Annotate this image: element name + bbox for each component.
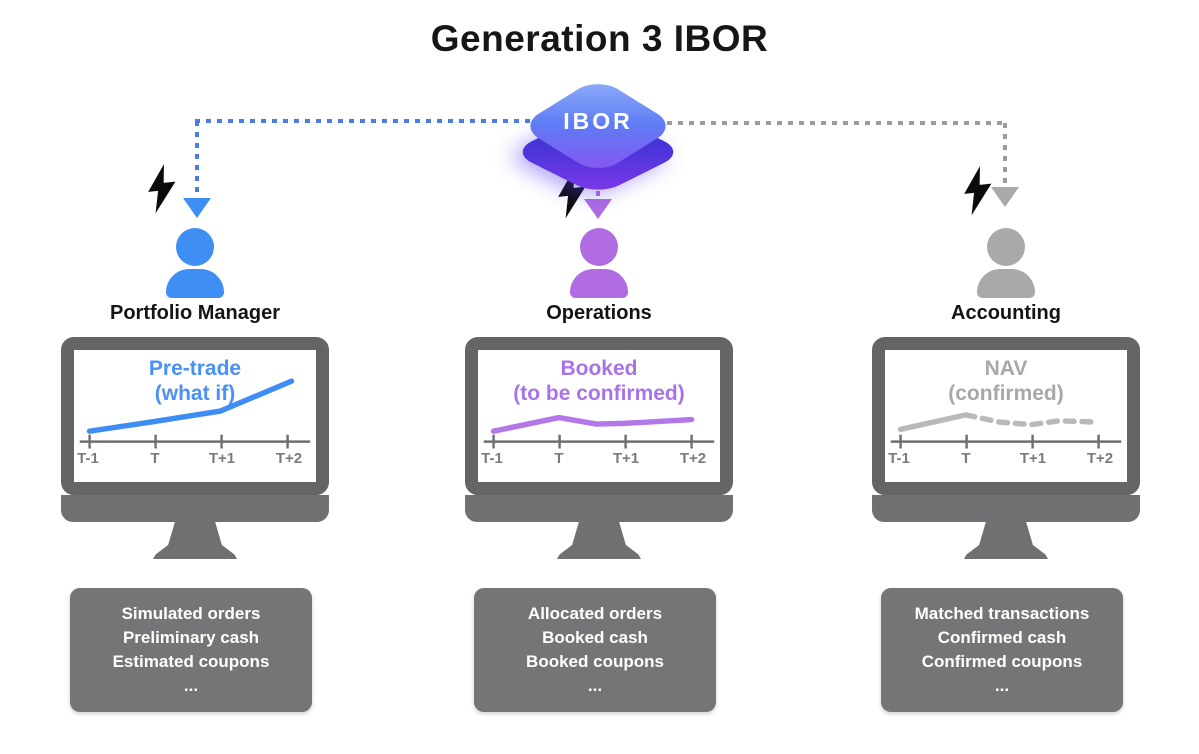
lightning-bolt-icon [964,166,992,216]
info-line: Confirmed cash [937,627,1067,647]
monitor-stand [153,522,237,559]
monitor-chin [465,495,733,522]
axis-tick-label: T-1 [481,450,503,467]
person-head [176,228,214,266]
chart-title: NAV [984,357,1028,380]
person-body [977,269,1035,298]
column-portfolio-manager: Portfolio Manager Pre-trade (what if) T-… [61,0,329,754]
monitor-screen: NAV (confirmed) T-1 T T+1 T+2 [885,350,1127,482]
axis-tick-label: T+2 [275,450,303,467]
page-title: Generation 3 IBOR [430,18,769,59]
monitor-stand [557,522,641,559]
chart-title: Booked [560,357,638,380]
arrow-down-left-icon [183,198,211,218]
axis-tick-label: T [554,450,564,467]
axis-tick-label: T+1 [208,450,236,467]
arrow-down-middle-icon [584,199,612,219]
info-box: Matched transactions Confirmed cash Conf… [881,588,1123,712]
info-line: Allocated orders [527,603,663,623]
role-label: Operations [546,302,652,324]
info-box: Allocated orders Booked cash Booked coup… [474,588,716,712]
chart-subtitle: (to be confirmed) [513,382,685,405]
line-chart [890,412,1122,449]
info-line: Simulated orders [121,603,261,623]
monitor-screen: Pre-trade (what if) T-1 T T+1 T+2 [74,350,316,482]
info-line: Confirmed coupons [921,652,1083,671]
axis-tick-label: T [150,450,160,467]
monitor: NAV (confirmed) T-1 T T+1 T+2 [872,337,1140,563]
ibor-hub-label: IBOR [563,108,633,134]
line-chart [483,414,715,449]
monitor-screen: Booked (to be confirmed) T-1 T T+1 T+2 [478,350,720,482]
column-operations: Operations Booked (to be confirmed) T-1 … [465,0,733,754]
monitor-frame [872,337,1140,495]
person-body [166,269,224,298]
person-icon [61,228,329,300]
axis-tick-label: T+2 [1086,450,1114,467]
axis-tick-label: T-1 [77,450,99,467]
info-line: Booked cash [542,627,648,647]
role-label: Accounting [951,302,1061,324]
connector-left-horizontal [195,119,560,123]
info-line: ... [183,676,199,696]
connector-right-horizontal [645,121,1007,125]
line-chart [79,378,311,449]
axis-tick-label: T+1 [1019,450,1047,467]
axis-tick-label: T+1 [612,450,640,467]
lightning-bolt-icon [558,169,586,219]
info-box: Simulated orders Preliminary cash Estima… [70,588,312,712]
monitor-chin [61,495,329,522]
role-label: Portfolio Manager [109,302,280,324]
person-icon [872,228,1140,300]
connector-right-vertical [1003,123,1007,187]
info-line: Matched transactions [914,603,1090,623]
monitor-chin [872,495,1140,522]
person-icon [465,228,733,300]
monitor-stand [964,522,1048,559]
info-line: ... [587,676,603,696]
lightning-bolt-icon [148,164,176,214]
chart-title: Pre-trade [148,357,242,380]
monitor: Pre-trade (what if) T-1 T T+1 T+2 [61,337,329,563]
axis-tick-label: T-1 [888,450,910,467]
chart-subtitle: (confirmed) [948,382,1064,405]
person-head [580,228,618,266]
axis-tick-label: T [961,450,971,467]
axis-tick-label: T+2 [679,450,707,467]
monitor: Booked (to be confirmed) T-1 T T+1 T+2 [465,337,733,563]
ibor-hub-icon: IBOR [510,68,686,200]
connector-left-vertical [195,121,199,197]
info-line: Preliminary cash [122,627,260,647]
arrow-down-right-icon [991,187,1019,207]
info-line: Estimated coupons [112,652,270,671]
person-head [987,228,1025,266]
info-line: ... [994,676,1010,696]
chart-subtitle: (what if) [154,382,236,405]
monitor-frame [465,337,733,495]
column-accounting: Accounting NAV (confirmed) T-1 T T+1 T+2 [872,0,1140,754]
info-line: Booked coupons [526,652,664,671]
person-body [570,269,628,298]
